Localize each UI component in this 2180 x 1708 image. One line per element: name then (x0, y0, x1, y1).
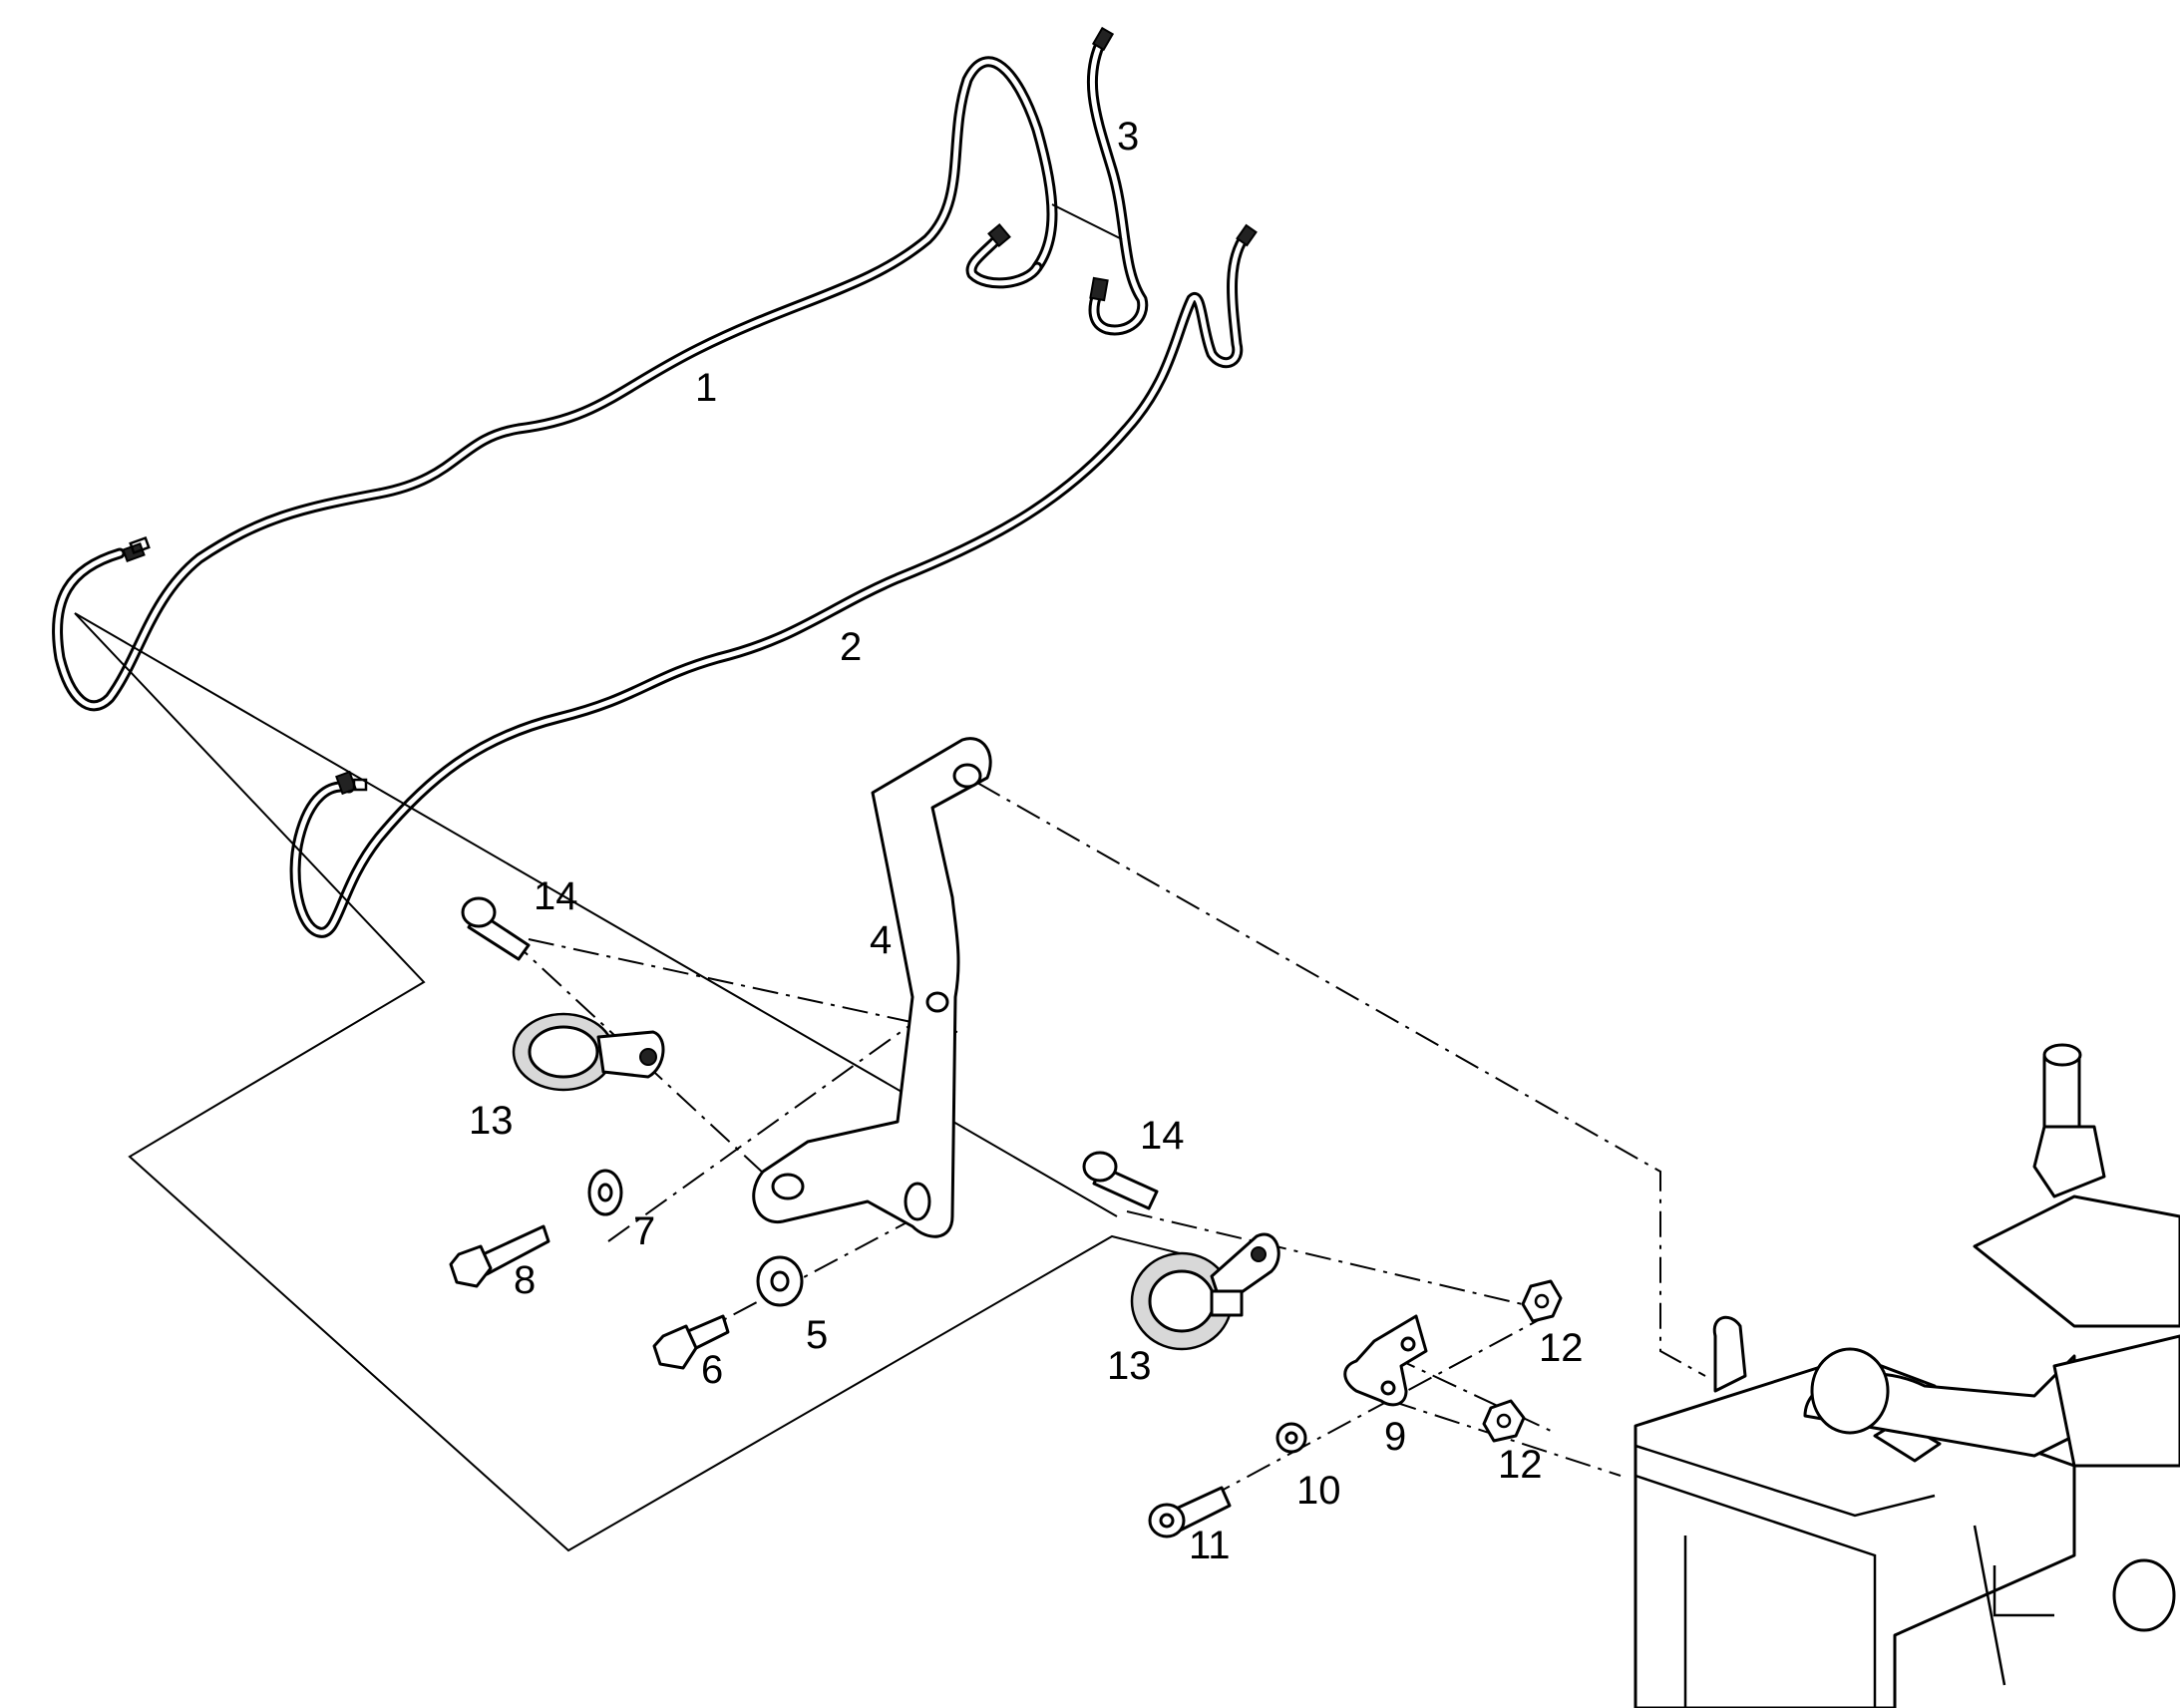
callout-1: 1 (695, 366, 717, 410)
hose-1 (52, 56, 1058, 712)
callout-12-lower: 12 (1498, 1443, 1543, 1487)
washer (587, 1169, 623, 1216)
washer-small (1275, 1422, 1307, 1454)
callout-14-right: 14 (1140, 1114, 1185, 1158)
callout-9: 9 (1384, 1415, 1406, 1459)
callout-2: 2 (840, 625, 862, 669)
callout-3: 3 (1117, 115, 1139, 159)
screw-upper-right (1082, 1151, 1159, 1210)
socket-screw (1148, 1486, 1232, 1538)
clamp-left (512, 1012, 665, 1092)
callout-labels: 1 2 3 4 5 6 7 8 9 10 11 12 12 13 13 14 1… (469, 115, 1584, 1567)
machine-frame (1634, 1043, 2180, 1708)
hose-3 (1051, 26, 1149, 336)
bolt-short (652, 1314, 730, 1370)
callout-14-left: 14 (534, 874, 578, 918)
callout-5: 5 (806, 1313, 828, 1357)
bracket (752, 737, 992, 1238)
callout-8: 8 (514, 1258, 536, 1302)
nut-lower (1482, 1399, 1526, 1443)
callout-12-upper: 12 (1539, 1326, 1584, 1370)
clamp-right (1130, 1232, 1280, 1351)
small-bracket (1343, 1314, 1428, 1407)
callout-13-right: 13 (1107, 1344, 1152, 1388)
hose-2 (289, 223, 1258, 938)
callout-11: 11 (1189, 1524, 1231, 1567)
assembly-outline (74, 612, 1193, 1552)
screw-upper-left (461, 896, 531, 961)
assembly-axes (508, 782, 1706, 1500)
washer-large (756, 1255, 804, 1307)
callout-4: 4 (870, 918, 892, 962)
callout-10: 10 (1296, 1469, 1341, 1513)
bolt-long (449, 1224, 550, 1288)
nut-upper (1521, 1279, 1563, 1323)
callout-13-left: 13 (469, 1099, 514, 1143)
callout-7: 7 (633, 1209, 655, 1253)
callout-6: 6 (701, 1348, 723, 1392)
